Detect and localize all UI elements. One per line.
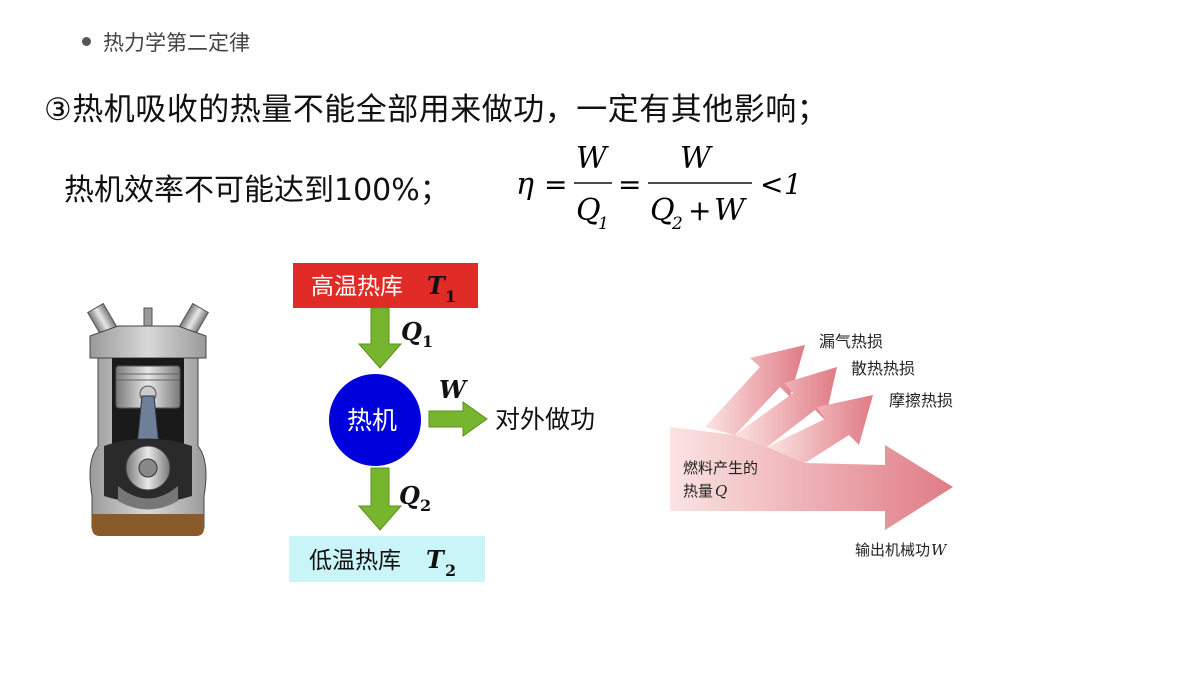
work-label: 对外做功: [495, 405, 595, 434]
heat-engine-diagram: 高温热库 T 1 Q 1 热机 W 对外做功 Q 2 低温热库 T 2: [289, 263, 595, 582]
efficiency-formula: η = W Q 1 = W Q 2 + W < 1: [516, 141, 802, 234]
high-reservoir-label: 高温热库: [311, 274, 403, 300]
formula-frac2-num: W: [680, 141, 713, 176]
high-reservoir-symbol: T: [427, 271, 447, 300]
efficiency-statement: 热机效率不可能达到100%；: [64, 173, 450, 208]
loss-arrow-heat-dissipation: [735, 367, 837, 447]
formula-frac2-den-w: W: [714, 193, 747, 228]
formula-frac1-den: Q: [576, 193, 601, 228]
q2-sub: 2: [420, 496, 431, 515]
high-temperature-reservoir: [293, 263, 478, 308]
formula-equals-1: =: [544, 168, 567, 201]
section-title: 热力学第二定律: [103, 31, 250, 55]
input-heat-label-line1: 燃料产生的: [683, 459, 758, 477]
low-reservoir-symbol: T: [426, 545, 446, 574]
q2-down-arrow: [357, 467, 403, 531]
q1-sub: 1: [422, 332, 433, 351]
engine-label: 热机: [347, 406, 397, 435]
formula-frac2-den-plus: +: [688, 194, 711, 227]
input-heat-label-line2: 热量: [683, 482, 713, 500]
heat-engine-circle: [329, 374, 421, 466]
formula-frac2-den-q: Q: [650, 193, 675, 228]
low-temperature-reservoir: [289, 536, 485, 582]
engine-cross-section-illustration: [87, 302, 209, 536]
loss-label-friction: 摩擦热损: [889, 391, 953, 410]
work-symbol: W: [439, 375, 468, 404]
loss-label-air-leak: 漏气热损: [819, 332, 883, 351]
main-flow-arrow: [670, 427, 953, 530]
bullet-dot: [82, 37, 91, 46]
input-heat-symbol: Q: [715, 482, 727, 500]
output-work-symbol: W: [931, 541, 948, 559]
loss-arrow-friction: [767, 395, 873, 463]
formula-frac1-den-sub: 1: [598, 214, 609, 234]
q1-symbol: Q: [401, 317, 422, 346]
formula-less-than: <: [760, 168, 783, 201]
second-law-statement: ③热机吸收的热量不能全部用来做功，一定有其他影响；: [44, 92, 829, 128]
output-work-label: 输出机械功: [855, 541, 930, 559]
loss-arrow-air-leak: [705, 345, 805, 435]
low-reservoir-sub: 2: [445, 561, 456, 580]
formula-frac1-num: W: [576, 141, 609, 176]
high-reservoir-sub: 1: [445, 287, 456, 306]
energy-flow-diagram: 燃料产生的 热量 Q 漏气热损 散热热损 摩擦热损 输出机械功 W: [670, 332, 953, 559]
q1-down-arrow: [357, 307, 403, 369]
q2-symbol: Q: [399, 481, 420, 510]
loss-label-heat-dissipation: 散热热损: [851, 359, 915, 378]
formula-one: 1: [784, 168, 802, 201]
formula-frac2-den-sub: 2: [671, 214, 683, 234]
formula-eta: η: [516, 167, 534, 202]
formula-equals-2: =: [618, 168, 641, 201]
low-reservoir-label: 低温热库: [309, 548, 401, 574]
work-right-arrow: [428, 401, 488, 437]
